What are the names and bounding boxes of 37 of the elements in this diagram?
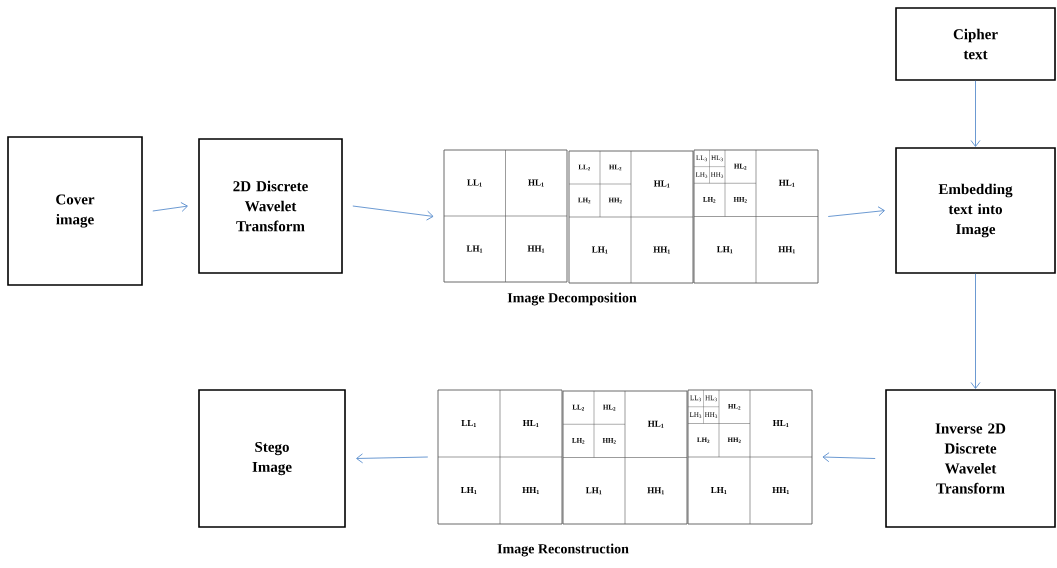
subband-label: HH$_{1}$ bbox=[647, 487, 664, 495]
arrow bbox=[822, 452, 876, 463]
subband-label: HH$_{1}$ bbox=[772, 487, 789, 494]
wavelet-subband-drawing bbox=[437, 389, 813, 525]
process-box: 2D Discrete Wavelet Transform bbox=[198, 138, 343, 274]
process-box: Inverse 2D Discrete Wavelet Transform bbox=[885, 389, 1056, 528]
subband-label: LH$_{1}$ bbox=[591, 246, 608, 254]
subband-label: LH$_{1}$ bbox=[710, 487, 727, 494]
arrow bbox=[970, 80, 981, 147]
arrow bbox=[152, 202, 188, 212]
image-caption: Image Reconstruction bbox=[497, 543, 629, 557]
process-box: Cipher text bbox=[895, 7, 1056, 81]
subband-label: HL$_{1}$ bbox=[528, 179, 544, 187]
subband-label: HL$_{1}$ bbox=[778, 179, 795, 187]
arrow bbox=[827, 206, 885, 217]
process-box: Cover image bbox=[7, 136, 143, 286]
subband-label: HH$_{1}$ bbox=[522, 487, 539, 494]
subband-label: LH$_{1}$ bbox=[460, 487, 477, 494]
subband-label: HL$_{1}$ bbox=[772, 420, 789, 427]
subband-label: HL$_{1}$ bbox=[653, 180, 670, 188]
subband-label: HH$_{1}$ bbox=[527, 245, 545, 253]
image-caption: Image Decomposition bbox=[507, 292, 637, 306]
subband-label: HL$_{1}$ bbox=[522, 420, 539, 427]
process-box: Embedding text into Image bbox=[895, 147, 1056, 274]
subband-label: HL$_{1}$ bbox=[647, 420, 664, 428]
subband-label: LH$_{1}$ bbox=[716, 246, 733, 254]
process-box: Stego Image bbox=[198, 389, 346, 528]
arrow bbox=[352, 205, 434, 221]
subband-label: LH$_{1}$ bbox=[466, 245, 483, 253]
arrow bbox=[970, 273, 981, 389]
subband-label: LH$_{1}$ bbox=[585, 487, 602, 495]
subband-label: LL$_{1}$ bbox=[467, 179, 482, 187]
subband-label: HH$_{1}$ bbox=[778, 246, 795, 254]
wavelet-subband-drawing bbox=[443, 149, 819, 284]
subband-label: HH$_{1}$ bbox=[653, 246, 670, 254]
subband-label: LL$_{1}$ bbox=[461, 420, 476, 427]
arrow bbox=[356, 453, 429, 464]
